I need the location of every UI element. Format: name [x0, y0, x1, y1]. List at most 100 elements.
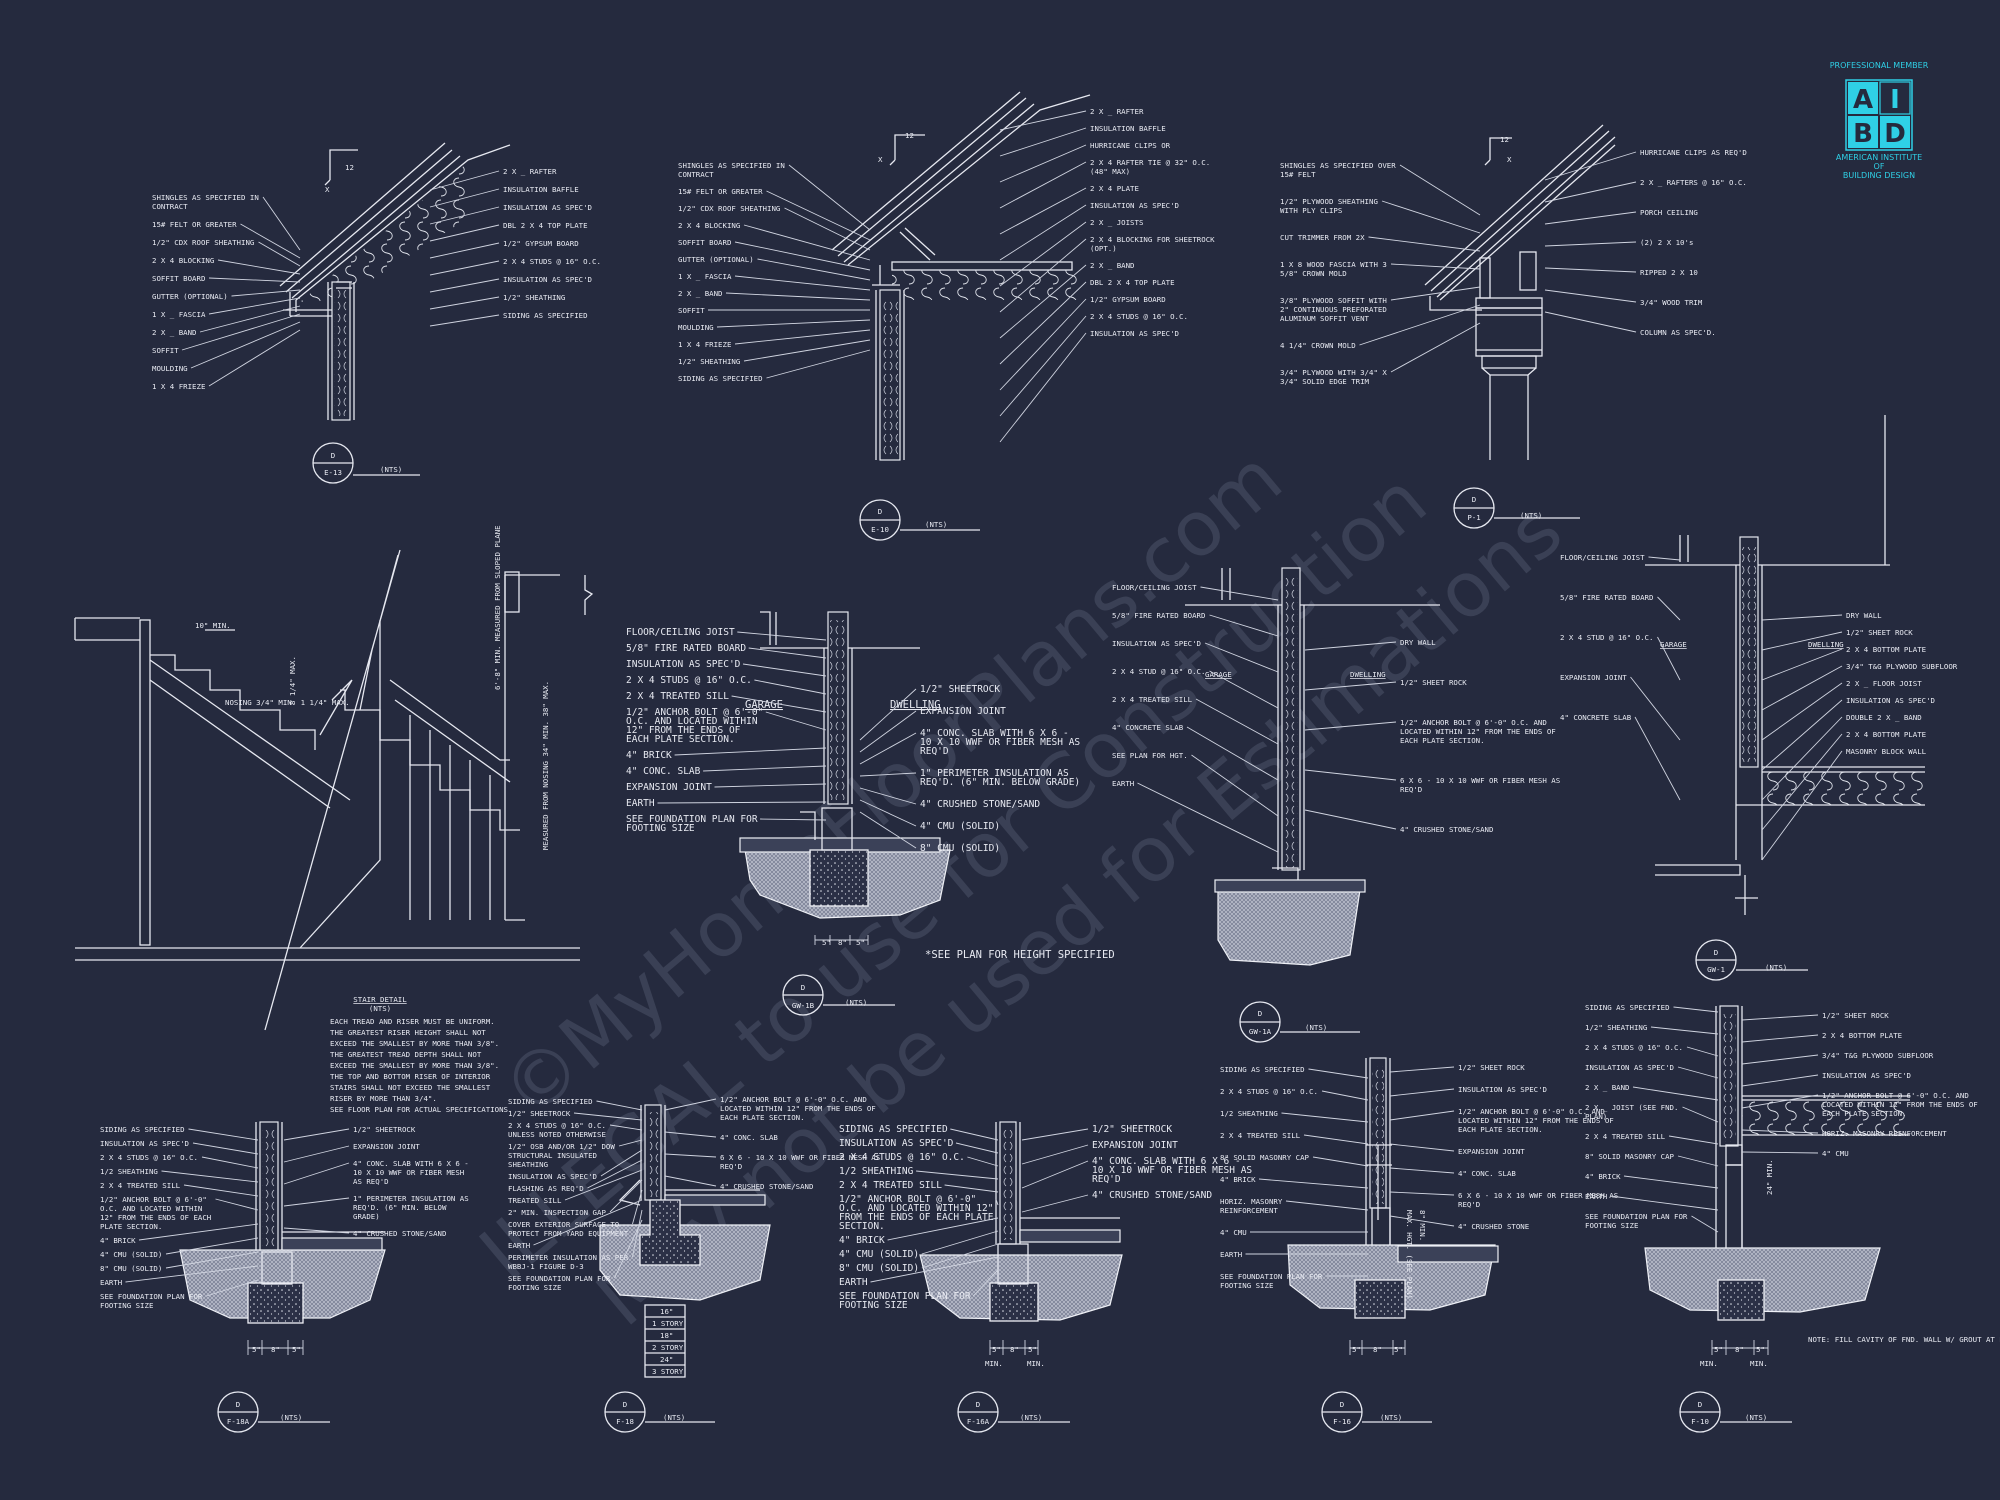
f16a-left-item: 2 X 4 TREATED SILL — [839, 1180, 942, 1191]
f18a-right-item: 4" CONC. SLAB WITH 6 X 6 -10 X 10 WWF OR… — [353, 1159, 469, 1186]
f16-dim-3: 5" — [1394, 1345, 1403, 1354]
e10-left-item: SIDING AS SPECIFIED — [678, 374, 763, 383]
p1-right-item: PORCH CEILING — [1640, 208, 1698, 217]
gw1b-tag: D GW-1B (NTS) — [782, 974, 895, 1016]
f10-left-item: 2 X _ BAND — [1585, 1083, 1630, 1092]
f16a-left-item: 4" CMU (SOLID) — [839, 1249, 919, 1260]
gw1a-sheet: D — [1258, 1009, 1262, 1018]
gw1-right-item: 2 X 4 BOTTOM PLATE — [1846, 730, 1926, 739]
gw1-tag: D GW-1 (NTS) — [1695, 939, 1808, 981]
logo-letter-b: B — [1853, 119, 1873, 149]
stair-note-line: RISER BY MORE THAN 3/4". — [330, 1094, 437, 1103]
e10-right-item: HURRICANE CLIPS OR — [1090, 141, 1171, 150]
gw1a-left-item: EARTH — [1112, 779, 1134, 788]
gw1b-right-item: 4" CONC. SLAB WITH 6 X 6 -10 X 10 WWF OR… — [920, 728, 1080, 757]
stair-note-line: THE GREATEST RISER HEIGHT SHALL NOT — [330, 1028, 486, 1037]
f18a-left-item: 4" BRICK — [100, 1236, 136, 1245]
f10-left-item: SIDING AS SPECIFIED — [1585, 1003, 1670, 1012]
gw1b-nts: (NTS) — [845, 998, 867, 1007]
e13-right-item: 1/2" GYPSUM BOARD — [503, 239, 579, 248]
e10-tag: D E-10 (NTS) — [859, 499, 980, 541]
gw1b-dim-3: 5" — [856, 938, 865, 947]
f10-sheet: D — [1698, 1400, 1702, 1409]
f10-dim-1: 5" — [1714, 1345, 1723, 1354]
f10-nts: (NTS) — [1745, 1413, 1767, 1422]
e10-right-item: 2 X _ RAFTER — [1090, 107, 1144, 116]
stair-geometry: 10" MIN. NOSING 3/4" MIN. 1 1/4" MAX. 8 … — [74, 525, 594, 1031]
gw1a-dwelling: DWELLING — [1350, 670, 1386, 679]
f18-tag: D F-18 (NTS) — [604, 1391, 715, 1433]
detail-gw1b: 5" 8" 5" GARAGE DWELLING *SEE PLAN FOR H… — [626, 611, 1115, 1016]
gw1-nts: (NTS) — [1765, 963, 1787, 972]
f16-tag: D F-16 (NTS) — [1321, 1391, 1432, 1433]
f18-ref: F-18 — [616, 1417, 634, 1426]
f16-ref: F-16 — [1333, 1417, 1351, 1426]
f16a-right-item: 4" CRUSHED STONE/SAND — [1092, 1190, 1212, 1201]
e10-pitch: 12 — [905, 131, 914, 140]
f18-left-item: 2" MIN. INSPECTION GAP — [508, 1208, 606, 1217]
stair-dim-tread: 10" MIN. — [195, 621, 231, 630]
gw1b-right-item: 4" CRUSHED STONE/SAND — [920, 799, 1040, 810]
p1-geometry: 12 X — [1424, 124, 1616, 460]
e13-left-item: SOFFIT BOARD — [152, 274, 205, 283]
e13-tag: D E-13 (NTS) — [312, 442, 420, 484]
gw1b-sheet: D — [801, 983, 805, 992]
f16-right-item: 4" CRUSHED STONE — [1458, 1222, 1529, 1231]
f18a-tag: D F-18A (NTS) — [217, 1391, 330, 1433]
gw1-right-item: 1/2" SHEET ROCK — [1846, 628, 1913, 637]
f16a-left-item: SIDING AS SPECIFIED — [839, 1124, 948, 1135]
f16-left-item: SIDING AS SPECIFIED — [1220, 1065, 1305, 1074]
f16a-dim-2: 8" — [1010, 1345, 1019, 1354]
gw1b-left-item: INSULATION AS SPEC'D — [626, 659, 741, 670]
e13-sheet: D — [331, 451, 335, 460]
stair-dim-headroom: 6'-8" MIN. MEASURED FROM SLOPED PLANE — [493, 525, 502, 690]
f16-left-item: 4" BRICK — [1220, 1175, 1256, 1184]
f18a-left-item: 2 X 4 STUDS @ 16" O.C. — [100, 1153, 198, 1162]
stair-note-line: EACH TREAD AND RISER MUST BE UNIFORM. — [330, 1017, 495, 1026]
e10-right-item: 2 X _ JOISTS — [1090, 218, 1143, 227]
e13-left-item: GUTTER (OPTIONAL) — [152, 292, 228, 301]
gw1-right-item: 2 X _ FLOOR JOIST — [1846, 679, 1922, 688]
gw1-right-item: 2 X 4 BOTTOM PLATE — [1846, 645, 1926, 654]
f16a-left-item: INSULATION AS SPEC'D — [839, 1138, 954, 1149]
gw1a-left-item: 5/8" FIRE RATED BOARD — [1112, 611, 1205, 620]
f18a-left-item: EARTH — [100, 1278, 122, 1287]
e10-nts: (NTS) — [925, 520, 947, 529]
e13-pitch: 12 — [345, 163, 354, 172]
gw1-left-item: 4" CONCRETE SLAB — [1560, 713, 1632, 722]
f16-dim-4: MAX. HGT. (SEE PLAN) — [1405, 1210, 1414, 1299]
svg-text:X: X — [878, 155, 883, 164]
gw1a-garage: GARAGE — [1205, 670, 1232, 679]
f10-left-item: 2 X 4 STUDS @ 16" O.C. — [1585, 1043, 1683, 1052]
f18-table-6: 3 STORY — [652, 1367, 684, 1376]
e10-geometry: 12 X — [831, 91, 1091, 461]
e10-right-item: INSULATION BAFFLE — [1090, 124, 1166, 133]
f10-right-item: 4" CMU — [1822, 1149, 1849, 1158]
f18a-dim-1: 5" — [252, 1345, 261, 1354]
f16a-left-labels: SIDING AS SPECIFIED INSULATION AS SPEC'D 2… — [839, 1124, 999, 1311]
p1-right-item: RIPPED 2 X 10 — [1640, 268, 1698, 277]
gw1-left-item: 5/8" FIRE RATED BOARD — [1560, 593, 1653, 602]
f18a-nts: (NTS) — [280, 1413, 302, 1422]
f10-left-item: 4" BRICK — [1585, 1172, 1621, 1181]
p1-right-item: (2) 2 X 10's — [1640, 238, 1693, 247]
gw1a-tag: D GW-1A (NTS) — [1239, 1001, 1360, 1043]
f18a-left-item: 8" CMU (SOLID) — [100, 1264, 162, 1273]
gw1b-left-item: FLOOR/CEILING JOIST — [626, 627, 735, 638]
e13-left-item: SOFFIT — [152, 346, 179, 355]
p1-sheet: D — [1472, 495, 1476, 504]
f10-right-item: INSULATION AS SPEC'D — [1822, 1071, 1911, 1080]
f10-left-item: 2 X 4 TREATED SILL — [1585, 1132, 1666, 1141]
